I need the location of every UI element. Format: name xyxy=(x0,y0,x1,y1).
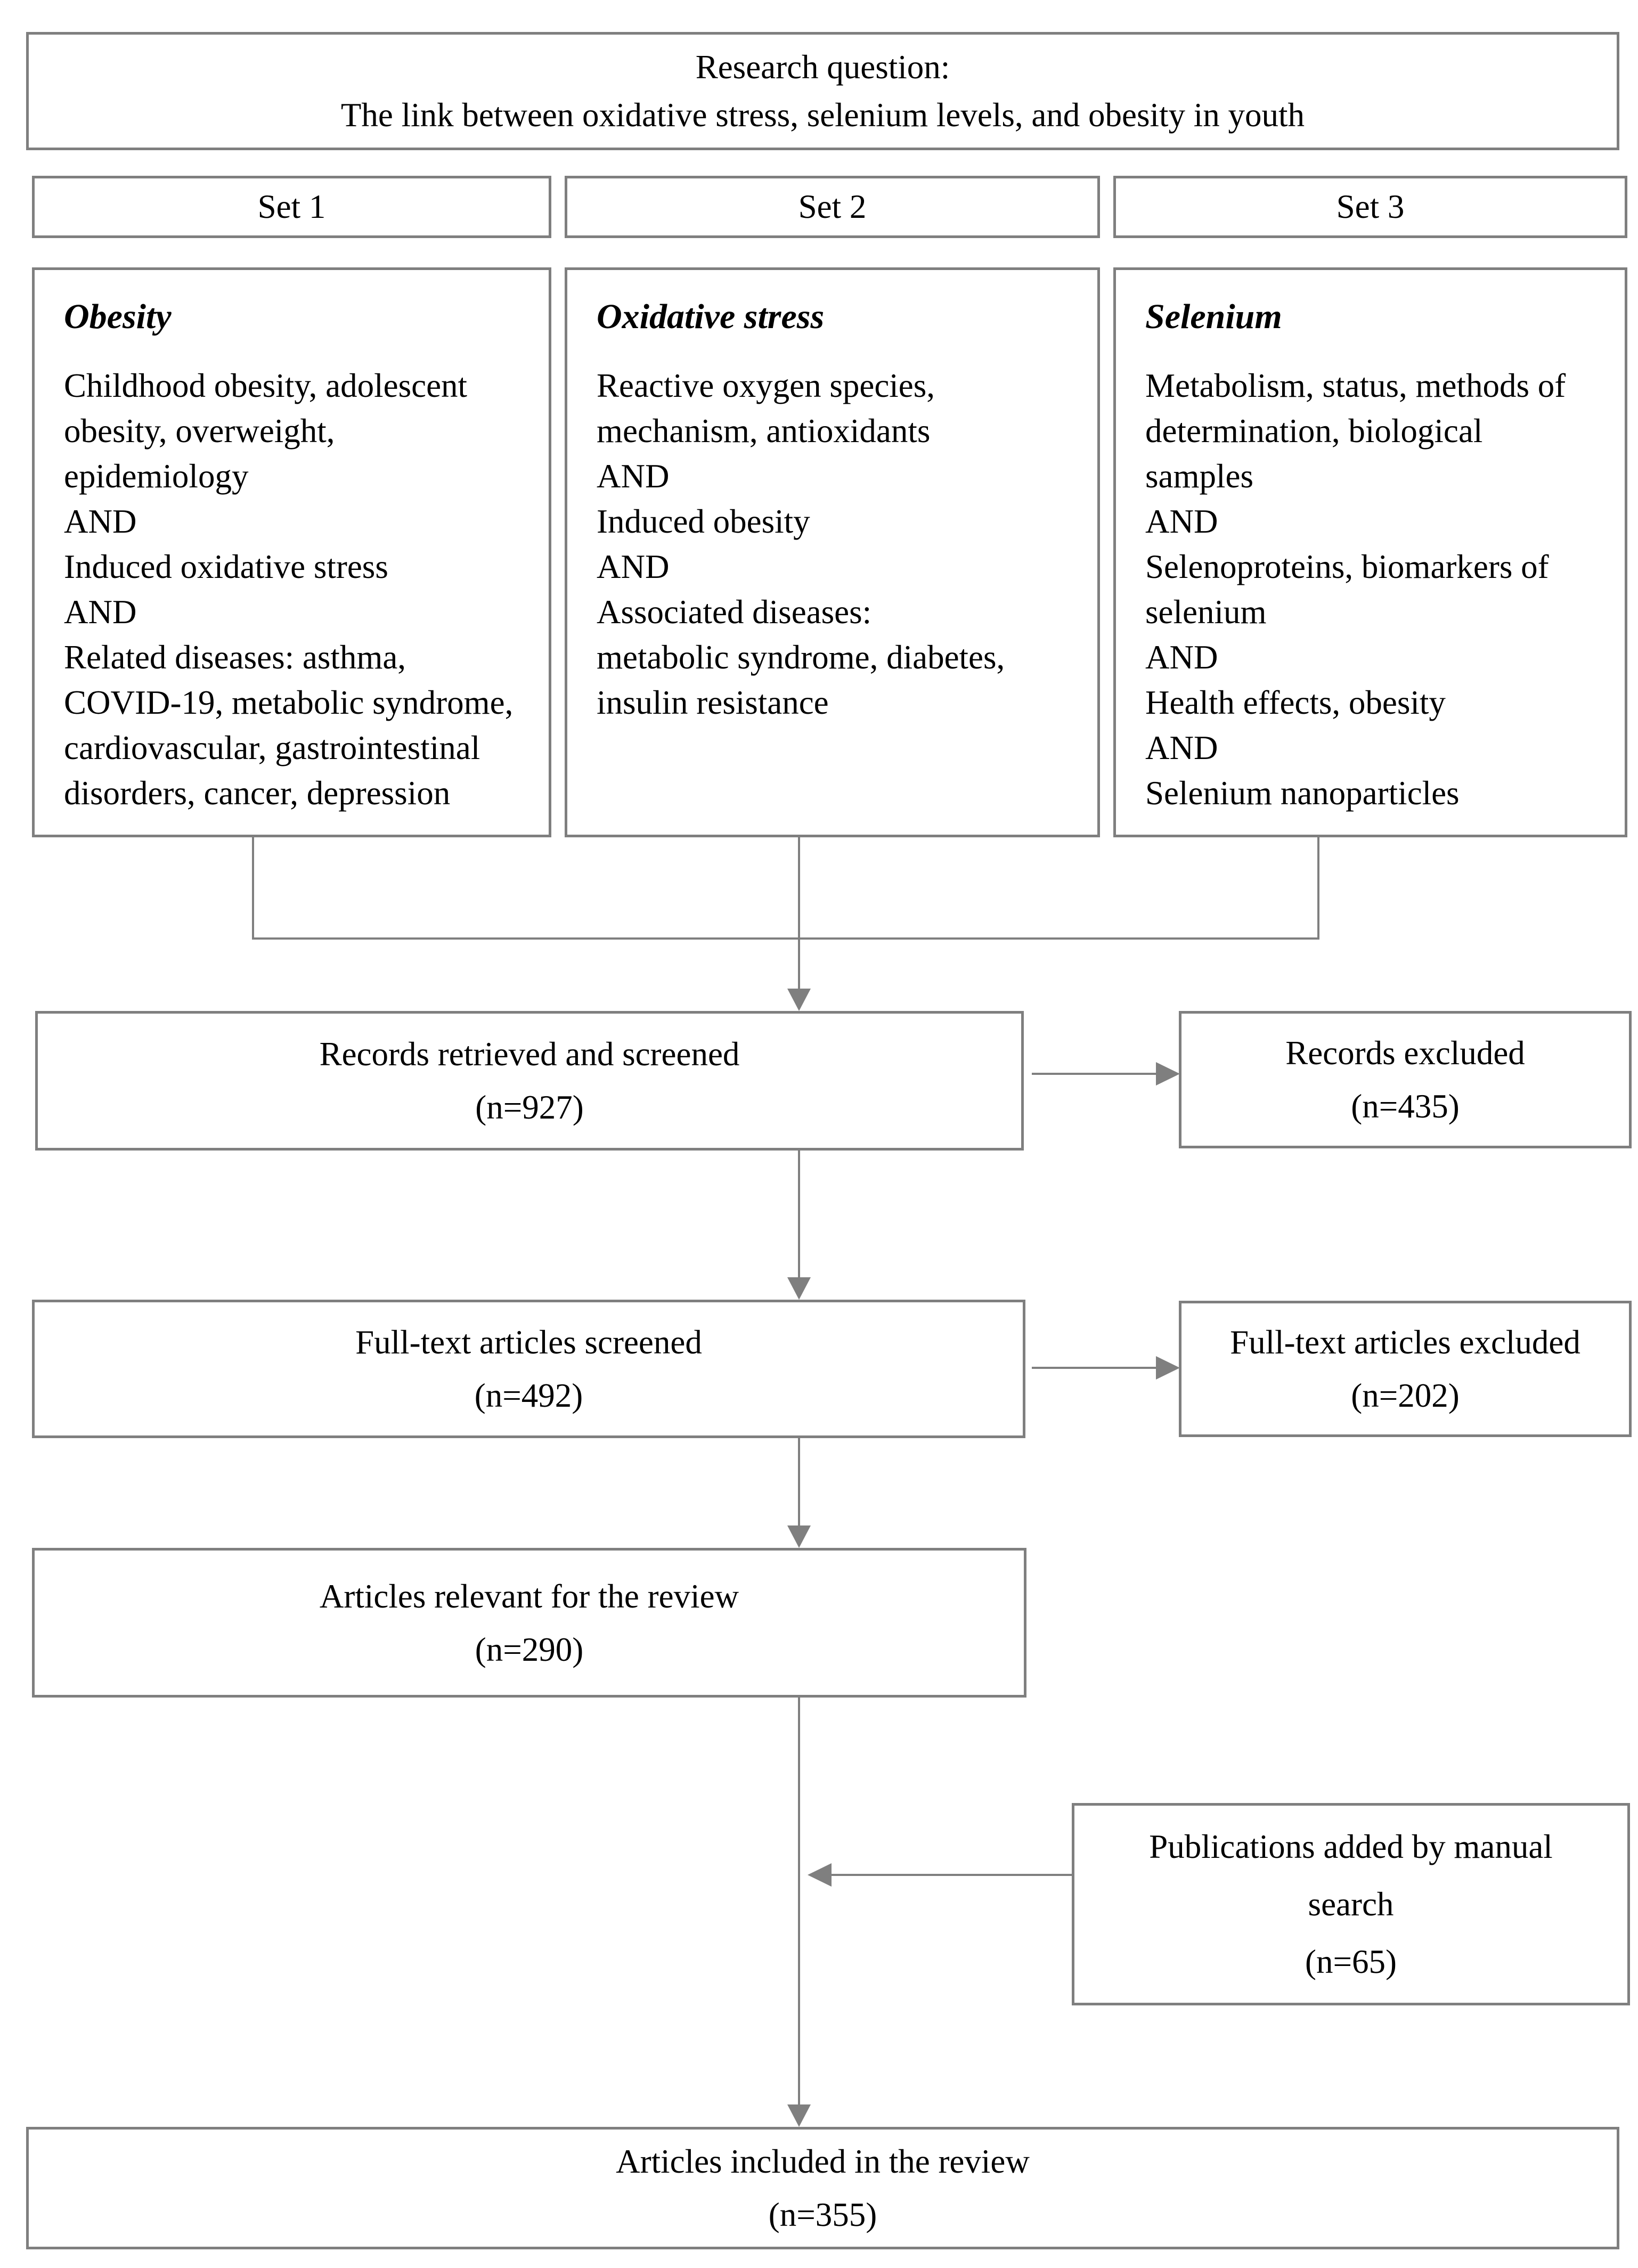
fulltext-screened-label: Full-text articles screened xyxy=(355,1324,702,1361)
set3-line: Health effects, obesity xyxy=(1145,684,1446,721)
set3-line: selenium xyxy=(1145,593,1267,631)
set1-connector-line xyxy=(252,837,254,940)
set2-connector-line xyxy=(798,837,800,990)
manual-search-label: Publications added by manual xyxy=(1149,1828,1553,1865)
arrow-right-icon xyxy=(1156,1356,1180,1380)
set1-header-box: Set 1 xyxy=(32,176,551,238)
set3-title: Selenium xyxy=(1145,297,1282,336)
set2-line: Reactive oxygen species, xyxy=(597,367,935,404)
arrow-right-icon xyxy=(1156,1062,1180,1086)
set1-line: Childhood obesity, adolescent xyxy=(64,367,468,404)
set3-keywords-box: Selenium Metabolism, status, methods of … xyxy=(1113,267,1627,837)
set2-header-box: Set 2 xyxy=(565,176,1100,238)
arrow-down-icon xyxy=(787,1277,811,1300)
set1-line: Induced oxidative stress xyxy=(64,548,388,585)
set2-line: Associated diseases: xyxy=(597,593,872,631)
set1-title: Obesity xyxy=(64,297,172,336)
set2-line: AND xyxy=(597,458,670,495)
set3-header-box: Set 3 xyxy=(1113,176,1627,238)
set1-line: obesity, overweight, xyxy=(64,412,335,450)
set1-line: Related diseases: asthma, xyxy=(64,639,406,676)
records-screened-label: Records retrieved and screened xyxy=(319,1035,740,1073)
included-articles-count: (n=355) xyxy=(768,2196,877,2233)
set3-line: AND xyxy=(1145,639,1218,676)
included-articles-label: Articles included in the review xyxy=(616,2143,1030,2180)
manual-search-arrow-line xyxy=(832,1874,1072,1876)
records-screened-count: (n=927) xyxy=(475,1089,584,1126)
fulltext-excluded-box: Full-text articles excluded (n=202) xyxy=(1179,1301,1632,1437)
set2-line: metabolic syndrome, diabetes, xyxy=(597,639,1005,676)
fulltext-excluded-label: Full-text articles excluded xyxy=(1230,1324,1580,1361)
research-question-text: The link between oxidative stress, selen… xyxy=(340,96,1305,134)
relevant-articles-count: (n=290) xyxy=(475,1630,584,1668)
set1-line: epidemiology xyxy=(64,458,249,495)
set3-line: Selenium nanoparticles xyxy=(1145,774,1460,812)
manual-search-label2: search xyxy=(1308,1886,1394,1923)
set3-line: Metabolism, status, methods of xyxy=(1145,367,1566,404)
fulltext-excluded-count: (n=202) xyxy=(1351,1377,1460,1414)
records-to-fulltext-line xyxy=(798,1151,800,1277)
set3-line: AND xyxy=(1145,729,1218,766)
set3-header-label: Set 3 xyxy=(1336,188,1405,225)
arrow-down-icon xyxy=(787,2104,811,2127)
fulltext-to-relevant-line xyxy=(798,1438,800,1525)
set3-connector-line xyxy=(1317,837,1319,940)
set2-line: Induced obesity xyxy=(597,503,810,540)
arrow-down-icon xyxy=(787,989,811,1011)
set1-line: AND xyxy=(64,503,137,540)
set1-keywords-box: Obesity Childhood obesity, adolescent ob… xyxy=(32,267,551,837)
set3-line: samples xyxy=(1145,458,1253,495)
set3-line: AND xyxy=(1145,503,1218,540)
set2-line: mechanism, antioxidants xyxy=(597,412,931,450)
set2-line: insulin resistance xyxy=(597,684,829,721)
fulltext-screened-box: Full-text articles screened (n=492) xyxy=(32,1300,1025,1438)
set2-title: Oxidative stress xyxy=(597,297,825,336)
set3-line: determination, biological xyxy=(1145,412,1483,450)
manual-search-box: Publications added by manual search (n=6… xyxy=(1072,1803,1630,2005)
set1-header-label: Set 1 xyxy=(257,188,326,225)
fulltext-screened-count: (n=492) xyxy=(474,1377,583,1414)
set2-header-label: Set 2 xyxy=(798,188,867,225)
included-articles-box: Articles included in the review (n=355) xyxy=(26,2127,1619,2249)
set1-line: AND xyxy=(64,593,137,631)
arrow-down-icon xyxy=(787,1525,811,1548)
records-excluded-count: (n=435) xyxy=(1351,1088,1460,1125)
records-excluded-arrow-line xyxy=(1032,1073,1156,1075)
records-excluded-label: Records excluded xyxy=(1285,1034,1525,1072)
set2-keywords-box: Oxidative stress Reactive oxygen species… xyxy=(565,267,1100,837)
research-question-label: Research question: xyxy=(695,48,950,86)
set1-line: cardiovascular, gastrointestinal xyxy=(64,729,480,766)
set3-line: Selenoproteins, biomarkers of xyxy=(1145,548,1549,585)
set2-line: AND xyxy=(597,548,670,585)
relevant-to-included-line xyxy=(798,1698,800,2104)
fulltext-excluded-arrow-line xyxy=(1032,1367,1156,1369)
arrow-left-icon xyxy=(808,1863,832,1887)
research-question-box: Research question: The link between oxid… xyxy=(26,32,1619,150)
records-excluded-box: Records excluded (n=435) xyxy=(1179,1011,1632,1148)
set1-line: disorders, cancer, depression xyxy=(64,774,451,812)
manual-search-count: (n=65) xyxy=(1305,1943,1397,1980)
set1-line: COVID-19, metabolic syndrome, xyxy=(64,684,514,721)
merge-connector-line xyxy=(252,937,1319,940)
relevant-articles-label: Articles relevant for the review xyxy=(319,1577,739,1615)
relevant-articles-box: Articles relevant for the review (n=290) xyxy=(32,1548,1026,1698)
records-screened-box: Records retrieved and screened (n=927) xyxy=(35,1011,1024,1151)
